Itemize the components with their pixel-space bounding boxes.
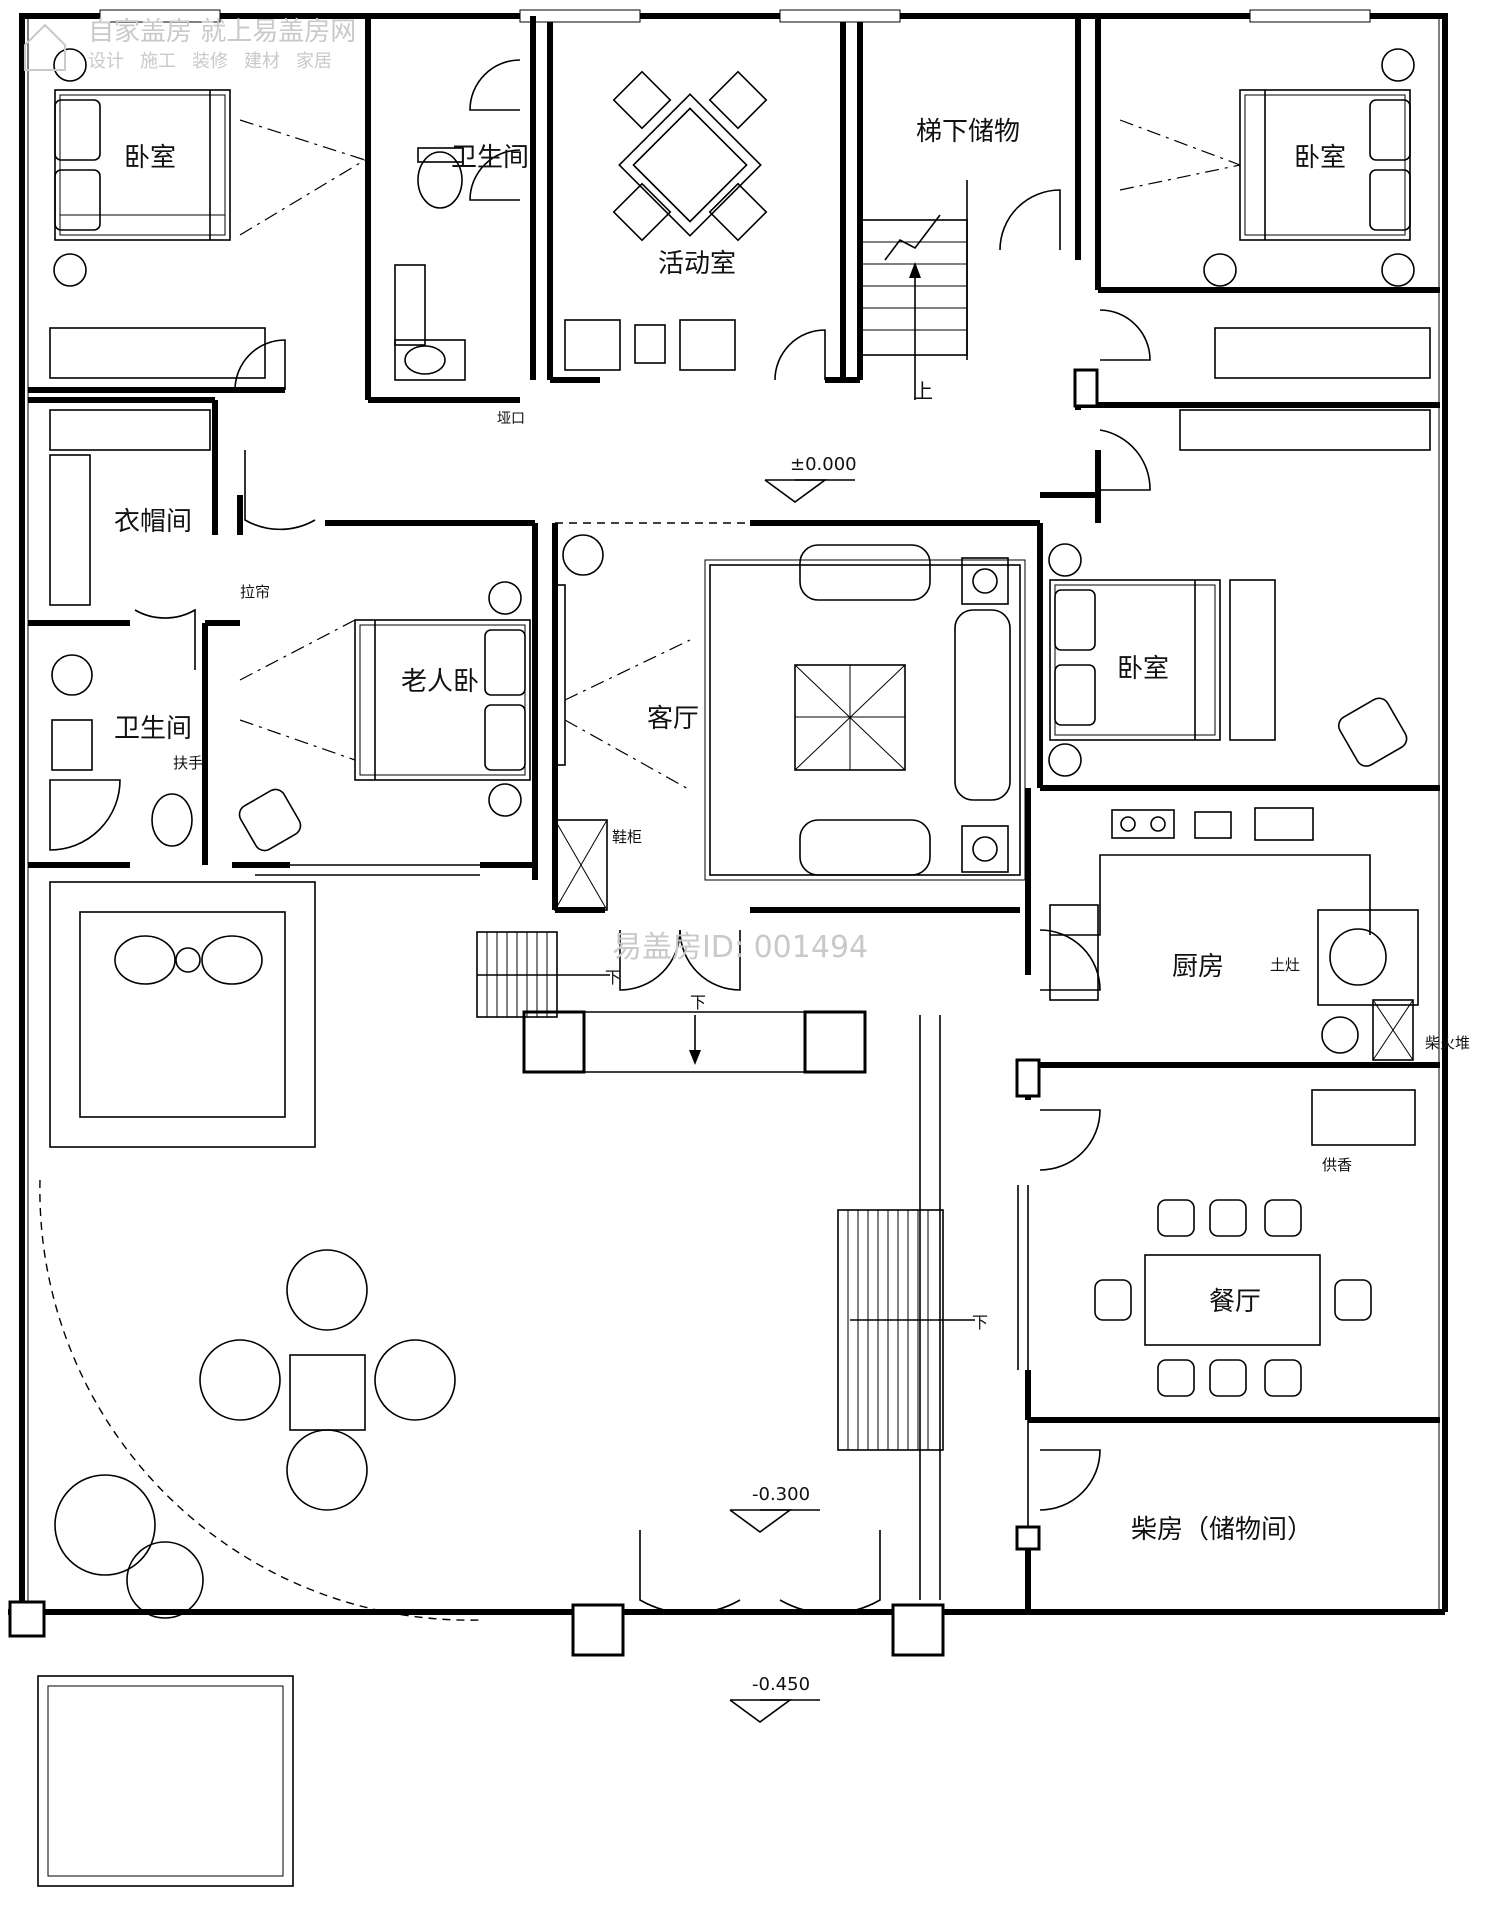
level-outside: -0.450 <box>752 1674 810 1695</box>
pavilion <box>49 881 316 1148</box>
level-markers <box>729 479 855 1723</box>
room-label-bedroom-ne: 卧室 <box>1294 143 1346 173</box>
note-handrail: 扶手 <box>173 754 203 772</box>
room-label-cloakroom: 衣帽间 <box>114 507 192 537</box>
note-curtain: 拉帘 <box>240 583 270 601</box>
room-label-under-stair: 梯下储物 <box>916 117 1020 147</box>
watermark-service-3: 装修 <box>192 51 228 72</box>
shoe-cabinet <box>554 819 608 911</box>
yard-path-arc <box>39 1179 481 1621</box>
note-stair-up: 上 <box>913 379 933 403</box>
bed-east <box>1048 543 1408 777</box>
gate-left <box>639 1530 741 1615</box>
column-gate-right <box>891 1603 945 1657</box>
column-gate-left <box>571 1603 625 1657</box>
room-labels: 卧室 卫生间 活动室 梯下储物 卧室 衣帽间 卫生间 老人卧 客厅 卧室 厨房 … <box>114 117 1346 1545</box>
room-label-bedroom-east: 卧室 <box>1117 654 1169 684</box>
door-north-bath-1 <box>469 59 521 111</box>
room-label-bathroom-north: 卫生间 <box>451 143 529 173</box>
dining-set <box>1094 1199 1372 1397</box>
tree-2 <box>126 1541 204 1619</box>
door-north-bath-2 <box>469 149 521 201</box>
rack-cloak-top <box>49 409 211 451</box>
bed-nw <box>53 48 231 287</box>
stair-porch-south <box>689 1015 701 1065</box>
level-floor: ±0.000 <box>790 454 857 475</box>
kitchen-fixtures <box>1049 807 1419 1146</box>
note-stair-down-front: 下 <box>690 993 706 1012</box>
bed-elder <box>238 581 531 852</box>
note-earth-stove: 土灶 <box>1270 956 1300 974</box>
stair-main <box>861 180 968 400</box>
door-dining <box>1039 1109 1101 1171</box>
room-label-bedroom-nw: 卧室 <box>124 143 176 173</box>
pool <box>37 1675 294 1887</box>
wardrobe-ne <box>1214 327 1431 379</box>
room-label-elder-bedroom: 老人卧 <box>401 667 479 697</box>
doors <box>39 59 1151 1621</box>
watermark-id: 易盖房ID: 001494 <box>612 930 868 965</box>
note-stair-down-yard: 下 <box>972 1313 988 1332</box>
living-set <box>704 544 1026 881</box>
watermark-service-5: 家居 <box>296 51 332 72</box>
door-east-bedroom <box>1099 429 1151 491</box>
exterior-walls <box>8 9 1448 1615</box>
room-label-woodshed: 柴房（储物间） <box>1131 1515 1313 1545</box>
mahjong-table <box>564 70 768 371</box>
column-sw <box>8 1600 46 1638</box>
wardrobe-nw <box>49 327 266 379</box>
gate-right <box>779 1530 881 1615</box>
plant-living <box>562 534 604 576</box>
column-porch-right <box>803 1010 867 1074</box>
columns <box>8 368 1099 1657</box>
watermark-brand: 自家盖房 就上易盖房网 <box>88 17 356 47</box>
house-logo-icon <box>24 23 66 71</box>
stair-porch-west <box>476 931 610 1018</box>
room-label-dining: 餐厅 <box>1209 1287 1261 1317</box>
room-label-activity: 活动室 <box>658 249 736 279</box>
rack-cloak-side <box>49 454 91 606</box>
yard-table-set <box>199 1249 456 1511</box>
wardrobe-east <box>1179 409 1431 451</box>
note-opening: 垭口 <box>497 411 525 427</box>
tree-1 <box>54 1474 156 1576</box>
bath-fixtures-west <box>49 654 193 851</box>
furniture <box>37 48 1431 1887</box>
annotations: 垭口 拉帘 扶手 鞋柜 土灶 柴火堆 供香 上 下 下 下 ±0.000 -0.… <box>173 379 1470 1695</box>
watermark-service-1: 设计 <box>88 51 124 72</box>
note-stair-down-porch: 下 <box>605 968 621 987</box>
note-altar: 供香 <box>1322 1156 1352 1174</box>
stair-yard-east <box>837 1015 975 1600</box>
door-living-right <box>679 929 741 991</box>
room-label-living: 客厅 <box>647 704 699 734</box>
door-elder-bedroom <box>244 450 316 531</box>
door-woodshed <box>1039 1449 1101 1511</box>
door-nw-bedroom <box>234 339 286 391</box>
tv-stand <box>552 584 566 766</box>
watermark-service-2: 施工 <box>140 51 176 72</box>
door-living-left <box>619 929 681 991</box>
room-label-bathroom-west: 卫生间 <box>114 714 192 744</box>
door-west-bath <box>134 608 196 670</box>
door-kitchen <box>1039 929 1101 991</box>
door-under-stair <box>999 189 1061 251</box>
column-porch-left <box>522 1010 586 1074</box>
stairs <box>476 180 975 1600</box>
note-shoe-cabinet: 鞋柜 <box>612 828 642 846</box>
note-firewood: 柴火堆 <box>1425 1034 1470 1052</box>
interior-walls <box>28 16 1440 1612</box>
door-activity <box>774 329 826 381</box>
room-label-kitchen: 厨房 <box>1172 952 1224 982</box>
watermark: 自家盖房 就上易盖房网 设计 施工 装修 建材 家居 易盖房ID: 001494 <box>24 17 868 965</box>
watermark-service-4: 建材 <box>244 51 280 72</box>
level-yard: -0.300 <box>752 1484 810 1505</box>
bath-fixtures-north <box>394 147 466 381</box>
door-ne-bedroom <box>1099 309 1151 361</box>
